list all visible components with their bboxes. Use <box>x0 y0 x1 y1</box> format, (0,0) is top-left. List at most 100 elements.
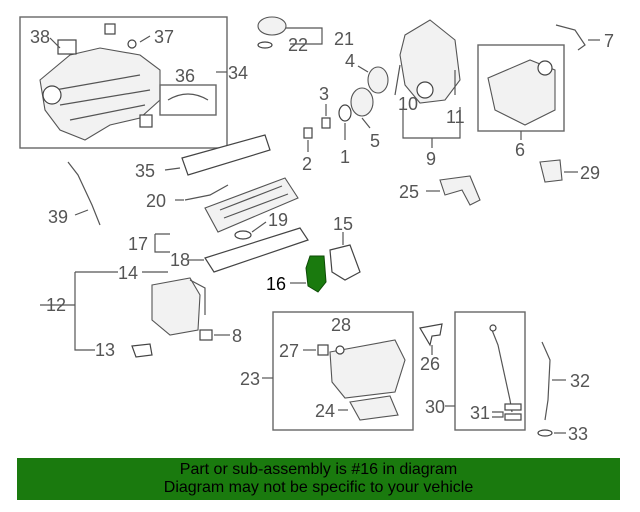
hose-36-box <box>159 84 217 116</box>
valve-cover[interactable] <box>204 177 299 233</box>
leader-31 <box>492 411 504 418</box>
info-banner: Part or sub-assembly is #16 in diagram D… <box>17 458 620 500</box>
label-25: 25 <box>399 182 419 202</box>
dipstick[interactable] <box>491 329 513 413</box>
label-6: 6 <box>515 140 525 160</box>
banner-line-1: Part or sub-assembly is #16 in diagram <box>179 461 458 478</box>
timing-cover-group: 10 11 9 <box>394 19 465 169</box>
lower-oil-pan-24[interactable] <box>349 395 399 421</box>
leader-4 <box>357 65 369 73</box>
label-26: 26 <box>420 354 440 374</box>
bolt-3[interactable] <box>321 117 331 129</box>
bracket-26[interactable] <box>419 323 443 347</box>
leader-21-22 <box>286 27 323 45</box>
leader-37 <box>139 35 151 43</box>
leader-38 <box>49 37 61 49</box>
cover-seal <box>189 279 206 315</box>
timing-belt-cover[interactable] <box>151 277 201 336</box>
label-13: 13 <box>95 340 115 360</box>
valve-cover-gasket-18[interactable] <box>204 227 309 273</box>
label-19: 19 <box>268 210 288 230</box>
label-36: 36 <box>175 66 195 86</box>
cap-gasket[interactable] <box>257 41 273 49</box>
label-38: 38 <box>30 27 50 47</box>
pcv-hose-20[interactable] <box>184 184 229 201</box>
label-20: 20 <box>146 191 166 211</box>
label-34: 34 <box>228 63 248 83</box>
upper-oil-pan[interactable] <box>329 339 406 399</box>
oil-pan-group: 24 28 27 23 <box>240 311 414 431</box>
mount-bushing <box>537 60 553 76</box>
gasket-15[interactable] <box>329 244 361 281</box>
pulley-group: 4 1 5 3 2 <box>302 51 389 174</box>
dipstick-tube-32[interactable] <box>541 341 551 421</box>
label-37: 37 <box>154 27 174 47</box>
leader-1-5 <box>344 117 371 140</box>
part-15-group: 15 <box>329 214 361 281</box>
label-15: 15 <box>333 214 353 234</box>
intake-manifold-box <box>19 16 228 149</box>
washer-28[interactable] <box>335 345 345 355</box>
plug-27[interactable] <box>317 344 329 356</box>
oil-pan-box <box>272 311 414 431</box>
label-17: 17 <box>128 234 148 254</box>
label-18: 18 <box>170 250 190 270</box>
dipstick-box <box>454 311 526 431</box>
dipstick-tube-39[interactable] <box>67 161 101 226</box>
cover-leaders <box>394 64 456 96</box>
label-4: 4 <box>345 51 355 71</box>
label-29: 29 <box>580 163 600 183</box>
bolt-2[interactable] <box>303 127 313 139</box>
intake-runner-lines <box>54 74 151 121</box>
hose-36[interactable] <box>167 93 209 101</box>
banner-line-2: Diagram may not be specific to your vehi… <box>163 479 474 496</box>
label-23: 23 <box>240 369 260 389</box>
tube-7[interactable] <box>555 24 586 51</box>
label-7: 7 <box>604 31 614 51</box>
valve-cover-ribs <box>219 185 289 219</box>
label-2: 2 <box>302 154 312 174</box>
seal-1[interactable] <box>338 104 352 122</box>
timing-cover-seal <box>416 81 434 99</box>
dipstick-handle <box>489 324 497 332</box>
engine-mount-bracket[interactable] <box>487 59 556 126</box>
bracket-group: 7 6 29 <box>477 24 614 183</box>
sprocket-4[interactable] <box>367 66 389 94</box>
heat-shield-25[interactable] <box>439 175 481 206</box>
o-ring-33[interactable] <box>537 429 553 437</box>
label-32: 32 <box>570 371 590 391</box>
oil-cap-group: 21 22 <box>257 16 354 55</box>
label-39: 39 <box>48 207 68 227</box>
label-1: 1 <box>340 147 350 167</box>
timing-cover[interactable] <box>399 19 461 104</box>
part-26-group: 26 <box>419 323 443 374</box>
throttle-body-port <box>42 85 62 105</box>
label-3: 3 <box>319 84 329 104</box>
leader-19 <box>251 221 267 233</box>
highlighted-part-16[interactable] <box>305 255 327 293</box>
o-ring-31b <box>504 413 522 421</box>
leader-9 <box>402 107 461 148</box>
label-33: 33 <box>568 424 588 444</box>
label-21: 21 <box>334 29 354 49</box>
leader-17 <box>154 233 170 253</box>
label-16: 16 <box>266 274 286 294</box>
label-22: 22 <box>288 35 308 55</box>
intake-manifold[interactable] <box>39 47 161 141</box>
gasket-group: 35 20 39 <box>48 134 271 227</box>
bolt-lower <box>139 114 153 128</box>
sensor-38[interactable] <box>57 39 77 55</box>
o-ring-31a <box>504 403 522 411</box>
intake-manifold-group: 38 37 36 34 <box>19 16 248 149</box>
mount-29[interactable] <box>539 159 563 183</box>
tube-group: 32 33 <box>537 341 590 444</box>
exhaust-gasket-35[interactable] <box>181 134 271 176</box>
bolt-8[interactable] <box>199 329 213 341</box>
oil-filler-cap[interactable] <box>257 16 287 36</box>
seal-19[interactable] <box>234 230 252 240</box>
bolt-13[interactable] <box>131 343 153 358</box>
washer-37[interactable] <box>127 39 137 49</box>
label-24: 24 <box>315 401 335 421</box>
pulley-5[interactable] <box>350 87 374 117</box>
